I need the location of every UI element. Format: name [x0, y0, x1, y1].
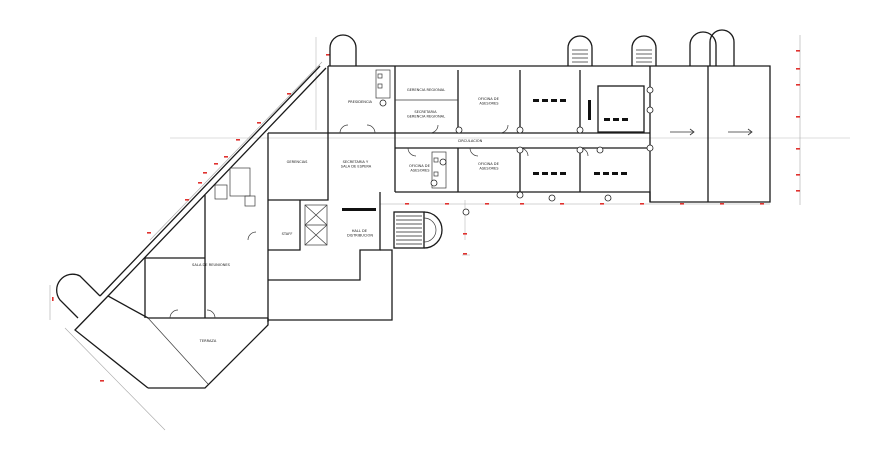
label-secretaria-gerencia-line2: GERENCIA REGIONAL — [407, 115, 445, 119]
label-secretaria-sala-line2: SALA DE ESPERA — [341, 165, 372, 169]
label-circulacion: CIRCULACION — [458, 139, 483, 143]
direction-arrows — [670, 128, 753, 136]
label-secretaria-sala: SECRETARIA Y SALA DE ESPERA — [341, 160, 372, 169]
structural-columns — [379, 86, 654, 216]
label-oficina-asesores-3: OFICINA DE ASESORES — [478, 162, 500, 171]
label-oficina-asesores-3-line1: OFICINA DE — [478, 162, 500, 166]
label-oficina-asesores-1-line1: OFICINA DE — [478, 97, 500, 101]
label-secretaria-gerencia-line1: SECRETARIA — [414, 110, 437, 114]
label-oficina-asesores-1-line2: ASESORES — [479, 102, 499, 106]
dimension-lines — [49, 35, 801, 431]
label-hall: HALL DE DISTRIBUCION — [347, 229, 373, 238]
label-oficina-asesores-2: OFICINA DE ASESORES — [409, 164, 431, 173]
label-gerencias: GERENCIAS — [287, 160, 309, 164]
room-labels: PRESIDENCIA GERENCIA REGIONAL SECRETARIA… — [192, 88, 500, 343]
label-secretaria-sala-line1: SECRETARIA Y — [343, 160, 369, 164]
dimension-ticks — [52, 50, 800, 382]
label-hall-line2: DISTRIBUCION — [347, 234, 373, 238]
furniture-marks — [342, 99, 628, 211]
building-walls — [56, 65, 771, 389]
label-terraza: TERRAZA — [199, 339, 217, 343]
main-staircase — [393, 211, 443, 249]
service-fixtures — [214, 69, 447, 246]
label-staff: STAFF — [282, 232, 293, 236]
label-oficina-asesores-3-line2: ASESORES — [479, 167, 499, 171]
label-oficina-asesores-2-line1: OFICINA DE — [409, 164, 431, 168]
top-towers — [329, 29, 735, 66]
label-hall-line1: HALL DE — [352, 229, 368, 233]
label-oficina-asesores-2-line2: ASESORES — [410, 169, 430, 173]
label-oficina-asesores-1: OFICINA DE ASESORES — [478, 97, 500, 106]
label-presidencia: PRESIDENCIA — [348, 100, 373, 104]
axis-lines — [170, 37, 850, 256]
label-gerencia-regional: GERENCIA REGIONAL — [407, 88, 445, 92]
label-secretaria-gerencia: SECRETARIA GERENCIA REGIONAL — [407, 110, 445, 119]
door-swings — [169, 124, 589, 319]
label-sala-reuniones: SALA DE REUNIONES — [192, 263, 231, 267]
